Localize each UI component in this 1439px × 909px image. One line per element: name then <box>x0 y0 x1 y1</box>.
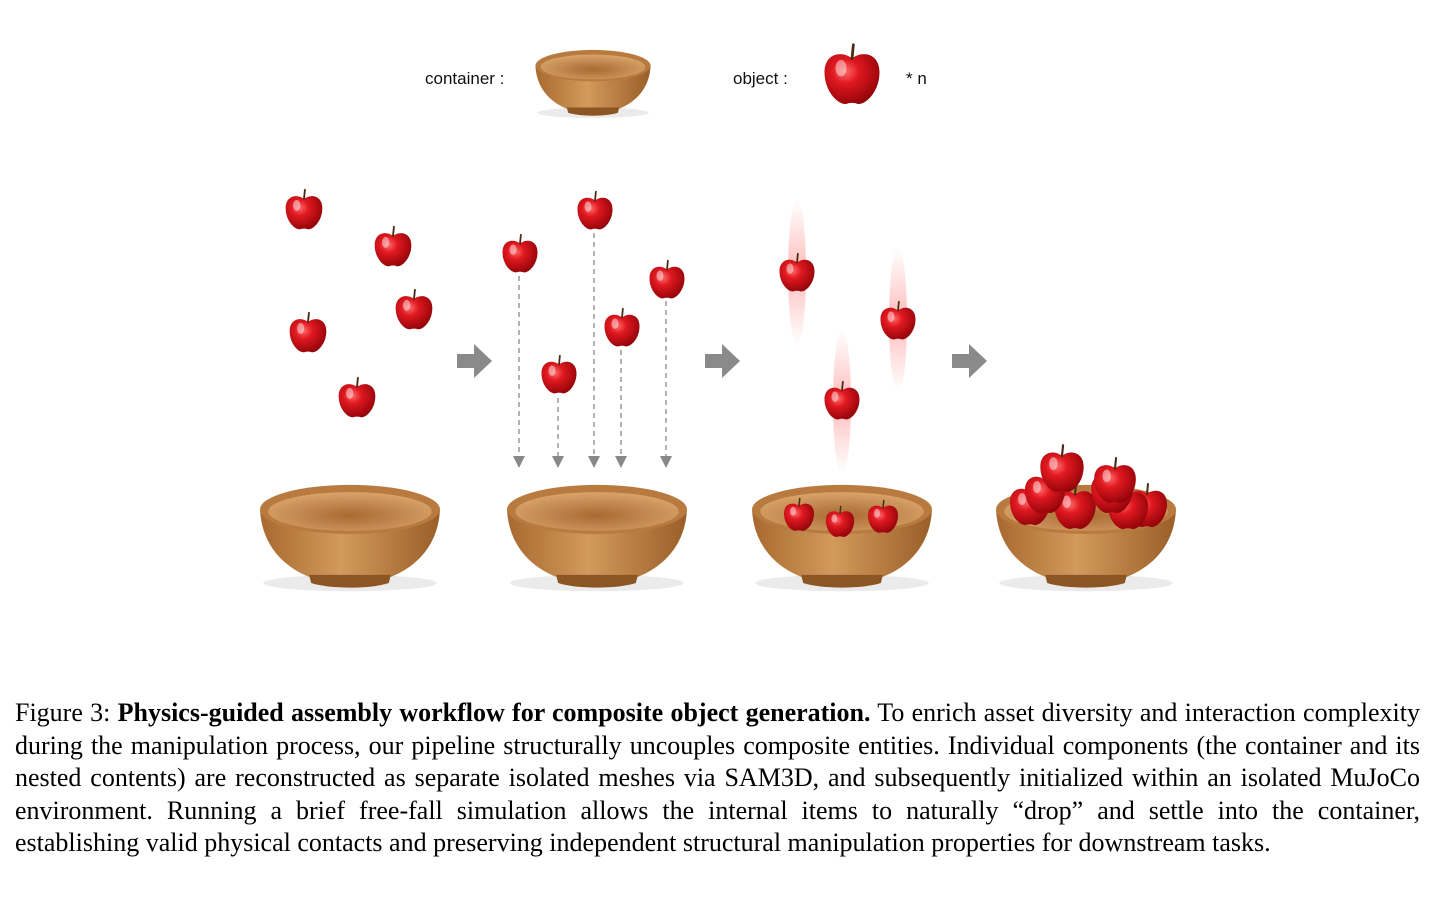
stage-1-bowl <box>260 484 440 592</box>
apple <box>337 376 377 419</box>
legend-multiplier-label: * n <box>906 69 927 88</box>
apple <box>603 307 641 348</box>
stage-3-bowl-partial <box>752 484 932 592</box>
stage-1-scattered-objects <box>284 188 434 419</box>
caption-body: To enrich asset diversity and interactio… <box>15 698 1421 857</box>
workflow-figure <box>260 43 1176 592</box>
apple <box>576 190 614 231</box>
stage-2-dropping-objects <box>501 190 686 468</box>
stage-3-falling-objects <box>778 200 917 474</box>
legend-container-label: container : <box>425 69 505 88</box>
apple <box>501 233 539 274</box>
apple <box>823 380 861 421</box>
apple <box>1092 456 1138 505</box>
flow-arrow-3 <box>952 344 987 378</box>
legend-apple-image <box>823 43 881 106</box>
apple <box>1039 443 1085 494</box>
stage-2-bowl <box>507 484 687 592</box>
apple <box>284 188 324 231</box>
apple <box>648 259 686 300</box>
stage-3-bowl <box>752 484 932 592</box>
flow-arrow-2 <box>705 344 740 378</box>
apple <box>879 300 917 341</box>
apple <box>288 311 328 354</box>
stage-4-filled-bowl <box>996 443 1176 592</box>
figure-caption: Figure 3: Physics-guided assembly workfl… <box>15 697 1420 860</box>
apple <box>540 354 578 395</box>
flow-arrow-1 <box>457 344 492 378</box>
apple <box>394 288 434 331</box>
legend-object-label: object : <box>733 69 788 88</box>
caption-prefix: Figure 3: <box>15 698 118 727</box>
legend-bowl-image <box>535 49 651 118</box>
apple <box>373 225 413 268</box>
caption-title: Physics-guided assembly workflow for com… <box>117 698 871 727</box>
apple <box>778 252 816 293</box>
